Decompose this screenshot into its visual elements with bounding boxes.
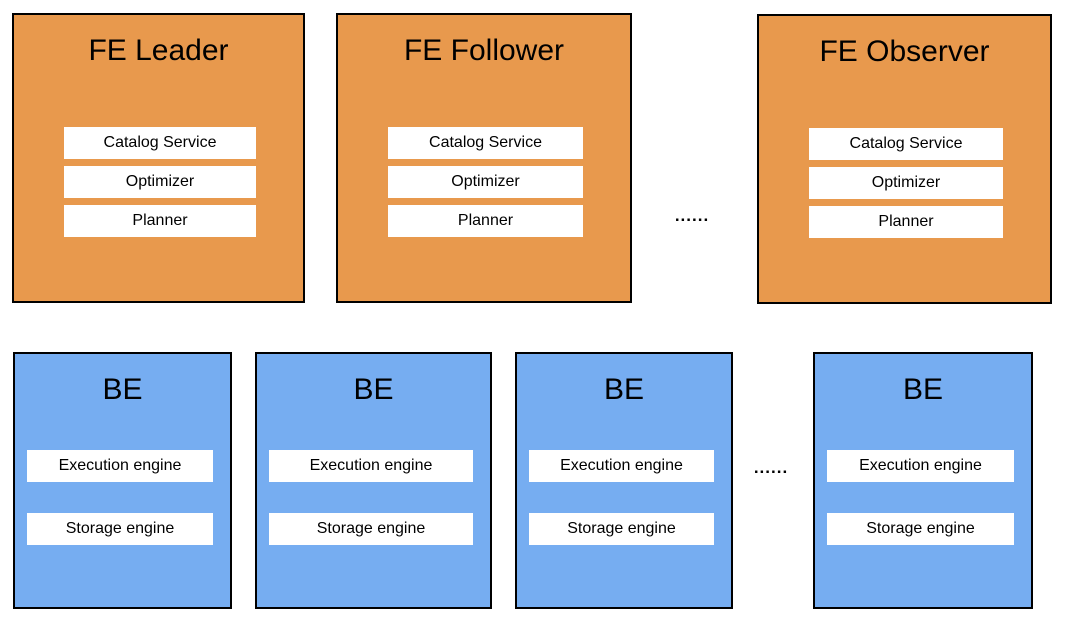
be-node-4: BE Execution engine Storage engine	[813, 352, 1033, 609]
be-ellipsis: ......	[753, 458, 789, 477]
fe-observer-components: Catalog Service Optimizer Planner	[809, 128, 1003, 245]
fe-observer-node: FE Observer Catalog Service Optimizer Pl…	[757, 14, 1052, 304]
fe-leader-title: FE Leader	[88, 34, 229, 67]
storage-engine-box: Storage engine	[827, 513, 1014, 545]
catalog-service-box: Catalog Service	[64, 127, 256, 159]
be-node-3: BE Execution engine Storage engine	[515, 352, 733, 609]
be-title: BE	[353, 373, 394, 406]
execution-engine-box: Execution engine	[269, 450, 473, 482]
be-components: Execution engine Storage engine	[269, 450, 473, 576]
be-node-2: BE Execution engine Storage engine	[255, 352, 492, 609]
planner-box: Planner	[809, 206, 1003, 238]
storage-engine-box: Storage engine	[27, 513, 213, 545]
be-title: BE	[603, 373, 645, 406]
storage-engine-box: Storage engine	[529, 513, 714, 545]
fe-observer-title: FE Observer	[819, 35, 990, 68]
optimizer-box: Optimizer	[809, 167, 1003, 199]
planner-box: Planner	[64, 205, 256, 237]
be-components: Execution engine Storage engine	[529, 450, 714, 576]
fe-follower-components: Catalog Service Optimizer Planner	[388, 127, 583, 244]
be-title: BE	[902, 373, 944, 406]
be-node-1: BE Execution engine Storage engine	[13, 352, 232, 609]
fe-ellipsis: ......	[674, 206, 710, 225]
catalog-service-box: Catalog Service	[809, 128, 1003, 160]
fe-follower-node: FE Follower Catalog Service Optimizer Pl…	[336, 13, 632, 303]
fe-follower-title: FE Follower	[403, 34, 565, 67]
execution-engine-box: Execution engine	[827, 450, 1014, 482]
be-title: BE	[102, 373, 143, 406]
fe-leader-components: Catalog Service Optimizer Planner	[64, 127, 256, 244]
optimizer-box: Optimizer	[64, 166, 256, 198]
optimizer-box: Optimizer	[388, 166, 583, 198]
execution-engine-box: Execution engine	[529, 450, 714, 482]
fe-leader-node: FE Leader Catalog Service Optimizer Plan…	[12, 13, 305, 303]
be-components: Execution engine Storage engine	[827, 450, 1014, 576]
be-components: Execution engine Storage engine	[27, 450, 213, 576]
execution-engine-box: Execution engine	[27, 450, 213, 482]
catalog-service-box: Catalog Service	[388, 127, 583, 159]
planner-box: Planner	[388, 205, 583, 237]
storage-engine-box: Storage engine	[269, 513, 473, 545]
